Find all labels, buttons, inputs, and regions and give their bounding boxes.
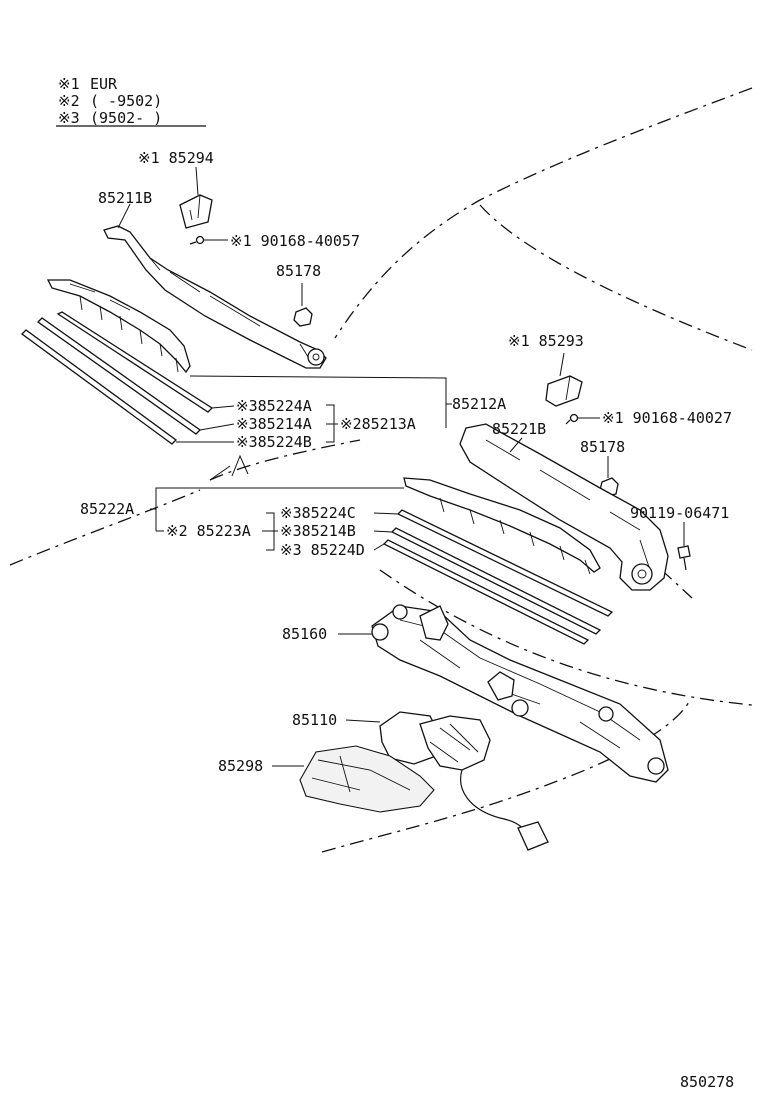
label-85214a: ※385214A [236,415,312,433]
legend-text-1: EUR [90,75,118,93]
label-85213a: ※285213A [340,415,416,433]
wiper-arm-85221b [459,423,669,591]
blade-assembly-85212a [21,279,214,445]
hood-edge-line [334,87,753,339]
blade-assembly-85222a [382,477,614,645]
label-85211b: 85211B [98,189,152,207]
wiper-arm-85211b [103,225,327,369]
label-85178-lower: 85178 [580,438,625,456]
label-85293: ※1 85293 [508,332,584,350]
leader-lines [117,166,685,767]
cap-85294 [179,194,213,229]
arm-mount-mark [209,454,249,481]
nut-85178-upper [293,307,313,327]
callout-labels: ※1 85294 85211B ※1 90168-40057 85178 ※1 … [80,149,732,775]
label-85222a: 85222A [80,500,134,518]
label-85223a: ※2 85223A [166,522,251,540]
cowl-line-left [9,489,201,566]
label-85224a: ※385224A [236,397,312,415]
legend-mark-3: ※3 [58,109,80,127]
label-85160: 85160 [282,625,327,643]
label-85212a: 85212A [452,395,506,413]
cowl-line-mid [209,439,361,481]
label-85178-upper: 85178 [276,262,321,280]
label-85298: 85298 [218,757,263,775]
label-85214b: ※385214B [280,522,356,540]
vehicle-outline [9,87,753,853]
label-85224b: ※385224B [236,433,312,451]
label-90168-40027: ※1 90168-40027 [602,409,732,427]
label-85294: ※1 85294 [138,149,214,167]
diagram-code: 850278 [680,1073,734,1091]
screw-90168-40057 [189,235,228,245]
cap-85293 [545,375,583,407]
legend-text-3: (9502- ) [90,109,162,127]
label-85221b: 85221B [492,420,546,438]
legend: ※1 EUR ※2 ( -9502) ※3 (9502- ) [56,75,206,127]
hood-seam-line [479,204,753,351]
legend-mark-2: ※2 [58,92,80,110]
label-90168-40057: ※1 90168-40057 [230,232,360,250]
bolt-90119-06471 [677,545,691,571]
legend-mark-1: ※1 [58,75,80,93]
wiper-motor-85110 [379,711,549,851]
windshield-lower-line [379,569,753,706]
label-85224c: ※385224C [280,504,356,522]
motor-cover-85298 [299,745,435,813]
link-assembly-85160 [371,604,669,783]
label-90119-06471: 90119-06471 [630,504,729,522]
label-85224d: ※3 85224D [280,541,365,559]
body-lower-line [321,699,691,853]
label-85110: 85110 [292,711,337,729]
legend-text-2: ( -9502) [90,92,162,110]
screw-90168-40027 [565,413,600,425]
